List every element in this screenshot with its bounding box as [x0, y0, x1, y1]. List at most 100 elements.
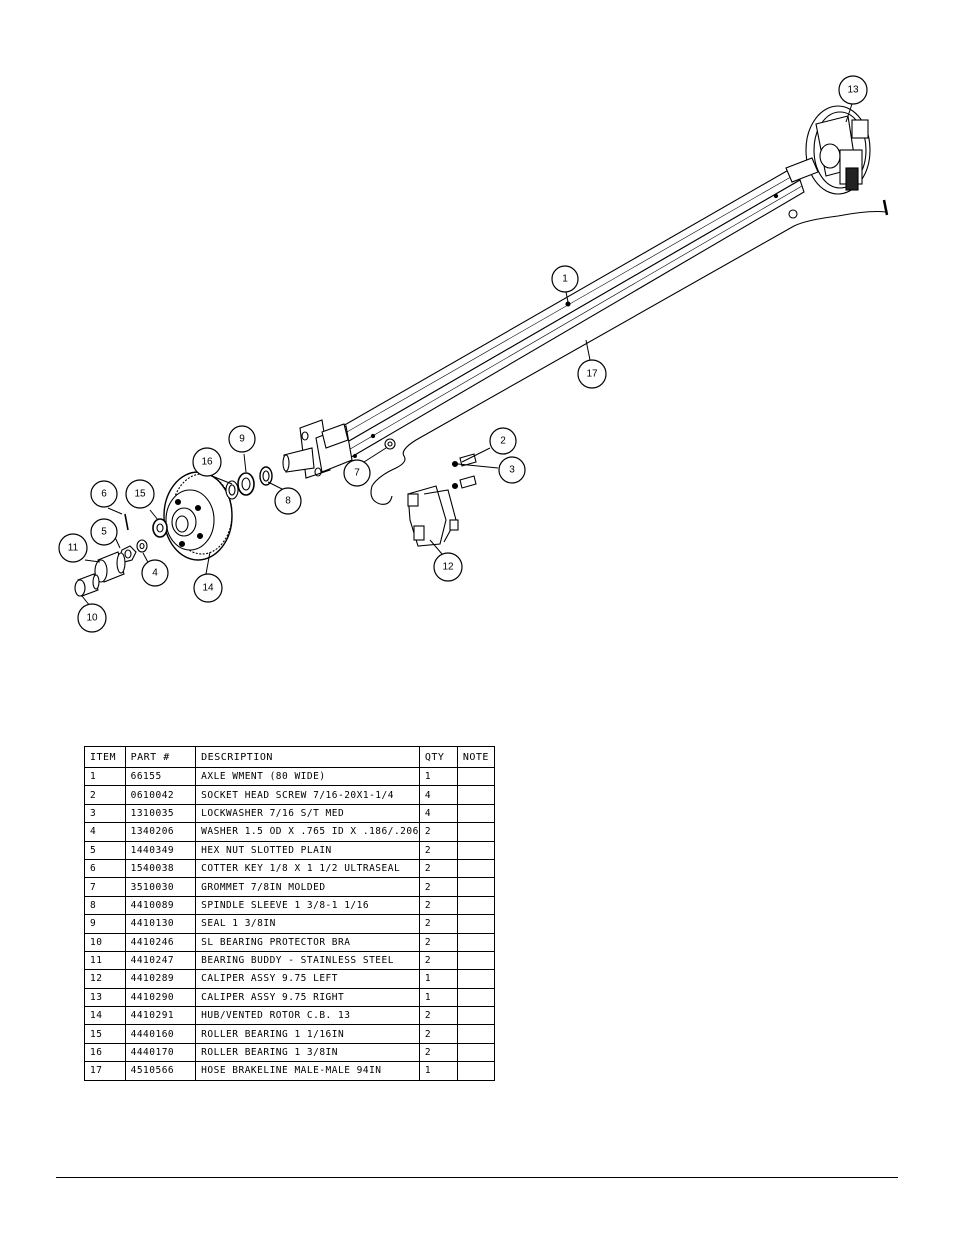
cell-qty: 2 [418, 895, 458, 916]
cell-item: 5 [84, 840, 126, 860]
cell-desc: CALIPER ASSY 9.75 LEFT [195, 969, 420, 989]
cell-desc: ROLLER BEARING 1 1/16IN [195, 1024, 420, 1044]
cell-item: 8 [84, 895, 126, 916]
callout-1: 1 [551, 265, 579, 293]
cell-item: 6 [84, 858, 126, 879]
cell-part: 4410290 [124, 987, 197, 1008]
svg-text:12: 12 [442, 562, 454, 573]
callout-4: 4 [141, 559, 169, 587]
axle-beam [321, 167, 805, 467]
cell-desc: SL BEARING PROTECTOR BRA [195, 932, 420, 952]
seal-bearings [225, 466, 273, 500]
bearing-nut-washer [119, 513, 168, 563]
svg-text:17: 17 [586, 369, 598, 380]
cell-part: 66155 [124, 766, 197, 787]
cell-note [456, 1024, 496, 1044]
callout-14: 14 [193, 573, 223, 603]
callout-3: 3 [498, 456, 526, 484]
cell-part: 1340206 [124, 822, 197, 842]
cell-item: 2 [84, 785, 126, 805]
cell-note [456, 1042, 496, 1063]
cell-qty: 1 [418, 766, 458, 787]
cell-desc: SOCKET HEAD SCREW 7/16-20X1-1/4 [195, 785, 420, 805]
cell-part: 4410289 [124, 969, 197, 989]
caliper-bolts [451, 453, 477, 490]
cell-note [456, 858, 496, 879]
cell-note [456, 987, 496, 1008]
cell-desc: LOCKWASHER 7/16 S/T MED [195, 803, 420, 824]
svg-text:15: 15 [134, 489, 146, 500]
cell-desc: SPINDLE SLEEVE 1 3/8-1 1/16 [195, 895, 420, 916]
callout-10: 10 [77, 603, 107, 633]
callout-7: 7 [343, 459, 371, 487]
svg-text:8: 8 [285, 496, 291, 507]
cell-item: 12 [84, 969, 126, 989]
svg-text:4: 4 [152, 568, 158, 579]
cell-item: 4 [84, 822, 126, 842]
cell-note [456, 1006, 496, 1026]
cell-part: 4410291 [124, 1006, 197, 1026]
cell-note [456, 1061, 496, 1081]
cell-desc: CALIPER ASSY 9.75 RIGHT [195, 987, 420, 1008]
svg-text:6: 6 [101, 489, 107, 500]
cell-note [456, 766, 496, 787]
cell-part: 4440170 [124, 1042, 197, 1063]
header-item: ITEM [84, 746, 126, 768]
cell-part: 0610042 [124, 785, 197, 805]
cell-note [456, 803, 496, 824]
cell-note [456, 950, 496, 971]
svg-text:11: 11 [68, 543, 79, 554]
cell-part: 4410130 [124, 914, 197, 934]
callout-2: 2 [489, 427, 517, 455]
cell-desc: HUB/VENTED ROTOR C.B. 13 [195, 1006, 420, 1026]
cell-note [456, 914, 496, 934]
cell-item: 15 [84, 1024, 126, 1044]
cell-item: 11 [84, 950, 126, 971]
svg-text:13: 13 [847, 85, 859, 96]
cell-note [456, 840, 496, 860]
callout-12: 12 [433, 552, 463, 582]
cell-note [456, 785, 496, 805]
cell-part: 4410089 [124, 895, 197, 916]
left-caliper [407, 485, 459, 547]
svg-text:16: 16 [201, 457, 213, 468]
svg-text:2: 2 [500, 436, 506, 447]
svg-text:7: 7 [354, 468, 360, 479]
callout-9: 9 [228, 425, 256, 453]
cell-part: 4410247 [124, 950, 197, 971]
cell-item: 1 [84, 766, 126, 787]
cell-desc: COTTER KEY 1/8 X 1 1/2 ULTRASEAL [195, 858, 420, 879]
svg-text:1: 1 [562, 274, 568, 285]
svg-text:9: 9 [239, 434, 245, 445]
cell-qty: 2 [418, 1024, 458, 1044]
cell-qty: 2 [418, 877, 458, 897]
cell-qty: 1 [418, 1061, 458, 1081]
cell-qty: 4 [418, 803, 458, 824]
cell-desc: SEAL 1 3/8IN [195, 914, 420, 934]
callout-17: 17 [577, 359, 607, 389]
callout-13: 13 [838, 75, 868, 105]
cell-desc: AXLE WMENT (80 WIDE) [195, 766, 420, 787]
callout-11: 11 [58, 533, 88, 563]
cell-desc: ROLLER BEARING 1 3/8IN [195, 1042, 420, 1063]
cell-desc: WASHER 1.5 OD X .765 ID X .186/.206 [195, 822, 420, 842]
cell-item: 13 [84, 987, 126, 1008]
cell-qty: 1 [418, 987, 458, 1008]
callout-6: 6 [90, 480, 118, 508]
cell-part: 1310035 [124, 803, 197, 824]
cell-item: 7 [84, 877, 126, 897]
cell-qty: 2 [418, 858, 458, 879]
cell-part: 4440160 [124, 1024, 197, 1044]
cell-note [456, 822, 496, 842]
cell-desc: HOSE BRAKELINE MALE-MALE 94IN [195, 1061, 420, 1081]
